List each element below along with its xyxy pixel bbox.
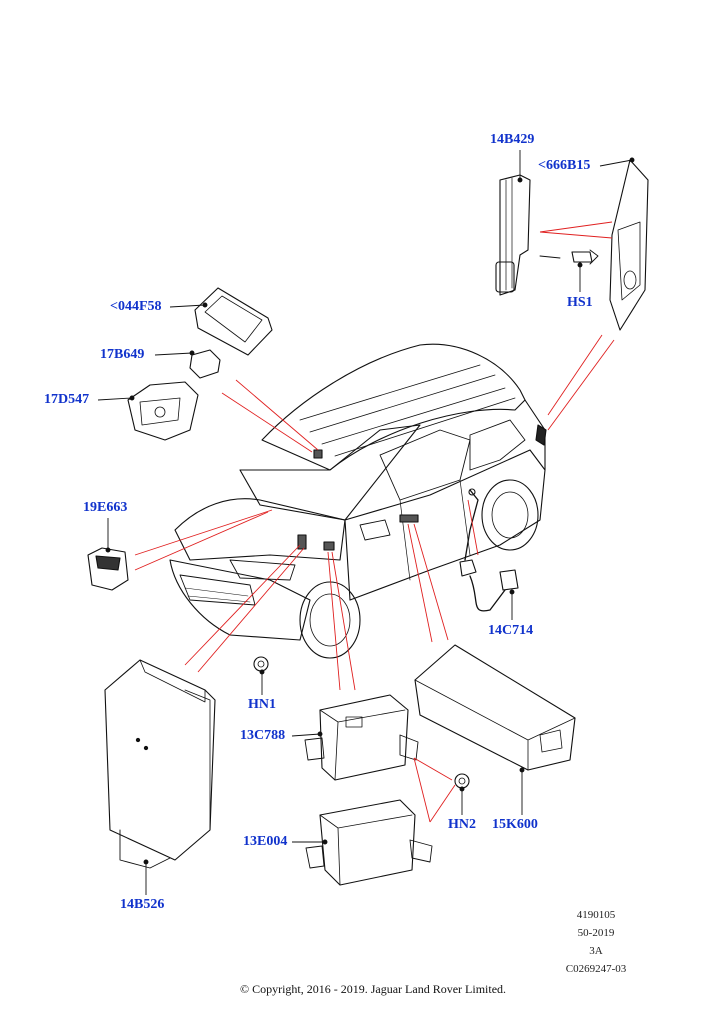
part-17b649-illustration	[189, 349, 221, 379]
callout-13e004[interactable]: 13E004	[243, 834, 288, 849]
callout-17d547[interactable]: 17D547	[44, 392, 90, 407]
red-location-lines	[134, 221, 615, 823]
black-leader-lines	[97, 150, 635, 895]
callout-hn1[interactable]: HN1	[248, 697, 276, 712]
reference-number: 4190105	[576, 909, 616, 921]
callout-19e663[interactable]: 19E663	[83, 500, 128, 515]
part-15k600-illustration	[414, 644, 576, 771]
callout-14b526[interactable]: 14B526	[120, 897, 165, 912]
copyright-notice: © Copyright, 2016 - 2019. Jaguar Land Ro…	[239, 982, 507, 996]
callout-13c788[interactable]: 13C788	[240, 728, 286, 743]
part-hn1-illustration	[253, 656, 269, 672]
callout-hs1[interactable]: HS1	[567, 295, 593, 310]
callout-14b429[interactable]: 14B429	[490, 132, 535, 147]
part-hn2-illustration	[454, 773, 470, 789]
reference-date: 50-2019	[577, 927, 615, 939]
part-17d547-illustration	[127, 381, 199, 441]
part-13c788-illustration	[304, 694, 419, 781]
part-19e663-illustration	[87, 547, 129, 591]
callout-15k600[interactable]: 15K600	[492, 817, 538, 832]
part-hs1-illustration	[571, 249, 599, 265]
reference-code: C0269247-03	[565, 963, 627, 975]
callout-666b15[interactable]: <666B15	[538, 158, 591, 173]
reference-revision: 3A	[589, 945, 603, 957]
vehicle-illustration	[169, 343, 547, 659]
part-14b429-illustration	[495, 174, 561, 296]
callout-hn2[interactable]: HN2	[448, 817, 476, 832]
part-666b15-illustration	[609, 159, 649, 331]
part-044f58-illustration	[194, 287, 273, 356]
part-14c714-illustration	[459, 488, 519, 612]
callout-14c714[interactable]: 14C714	[488, 623, 534, 638]
part-13e004-illustration	[305, 799, 433, 886]
callout-17b649[interactable]: 17B649	[100, 347, 145, 362]
callout-044f58[interactable]: <044F58	[110, 299, 162, 314]
part-14b526-illustration	[104, 659, 216, 869]
